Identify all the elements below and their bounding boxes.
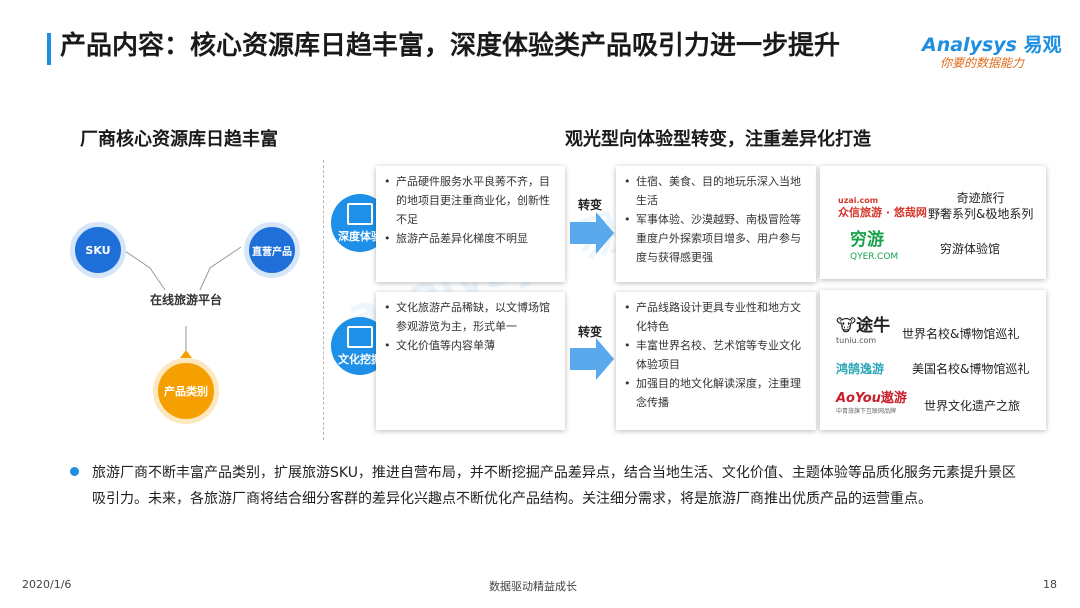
right-section-heading: 观光型向体验型转变，注重差异化打造 [565, 129, 871, 150]
stairs-icon [347, 202, 373, 225]
product-category-node: 产品类别 [153, 358, 219, 424]
brand-aoyou: AoYou遨游 中青旅旗下互联网品牌 世界文化遗产之旅 [836, 391, 1021, 417]
list-item: 文化价值等内容单薄 [384, 336, 557, 355]
logo-en: Analysys [922, 34, 1017, 56]
arrow-label-row1: 转变 [578, 198, 603, 212]
brand-hongyu: 鸿鹄逸游 美国名校&博物馆巡礼 [836, 360, 1029, 377]
brand-desc: 世界文化遗产之旅 [924, 398, 1021, 413]
own-product-node: 直营产品 [244, 222, 300, 278]
logo-tagline: 你要的数据能力 [940, 56, 1025, 70]
after-box-row1: 住宿、美食、目的地玩乐深入当地生活 军事体验、沙漠越野、南极冒险等重度户外探索项… [616, 166, 816, 282]
section-divider [323, 160, 324, 440]
brand-desc: 世界名校&博物馆巡礼 [902, 327, 1020, 341]
brand-desc: 穷游体验馆 [940, 242, 1001, 256]
list-item: 产品线路设计更具专业性和地方文化特色 [624, 298, 808, 336]
title-accent-bar [47, 33, 51, 65]
logo-cn: 易观 [1023, 34, 1062, 56]
qyer-logo: 穷游 QYER.COM [850, 230, 899, 263]
summary-bullet [70, 467, 79, 476]
brand-tuniu: 🐮途牛 tuniu.com 世界名校&博物馆巡礼 [836, 316, 1020, 347]
summary-text: 旅游厂商不断丰富产品类别，扩展旅游SKU，推进自营布局，并不断挖掘产品差异点，结… [92, 465, 1016, 507]
brand-uzai: uzai.com 众信旅游 · 悠哉网 奇迹旅行 野奢系列&极地系列 [838, 190, 1033, 222]
footer-date: 2020/1/6 [22, 578, 72, 591]
page-number: 18 [1043, 578, 1057, 591]
left-section-heading: 厂商核心资源库日趋丰富 [80, 129, 278, 150]
arrow-icon [570, 212, 614, 254]
list-item: 军事体验、沙漠越野、南极冒险等重度户外探索项目增多、用户参与度与获得感更强 [624, 210, 808, 267]
footer-slogan: 数据驱动精益成长 [489, 580, 577, 593]
resource-diagram-lines [118, 246, 242, 358]
uzai-logo: uzai.com 众信旅游 · 悠哉网 [838, 195, 927, 219]
brand-qyer: 穷游 QYER.COM 穷游体验馆 [850, 230, 1001, 264]
list-item: 加强目的地文化解读深度，注重理念传播 [624, 374, 808, 412]
brand-desc: 奇迹旅行 野奢系列&极地系列 [928, 191, 1034, 221]
brand-desc: 美国名校&博物馆巡礼 [912, 362, 1030, 376]
tag-label: 文化挖掘 [338, 352, 382, 366]
sku-node: SKU [70, 222, 126, 278]
analysys-logo: Analysys 易观 [922, 30, 1062, 57]
brand-box-row2: 🐮途牛 tuniu.com 世界名校&博物馆巡礼 鸿鹄逸游 美国名校&博物馆巡礼… [820, 290, 1046, 430]
brand-box-row1: uzai.com 众信旅游 · 悠哉网 奇迹旅行 野奢系列&极地系列 穷游 QY… [820, 166, 1046, 279]
list-item: 丰富世界名校、艺术馆等专业文化体验项目 [624, 336, 808, 374]
tuniu-logo: 🐮途牛 tuniu.com [836, 316, 891, 346]
page-title: 产品内容：核心资源库日趋丰富，深度体验类产品吸引力进一步提升 [60, 31, 841, 61]
stairs-icon [347, 325, 373, 348]
tag-label: 深度体验 [338, 229, 382, 243]
before-box-row2: 文化旅游产品稀缺，以文博场馆参观游览为主，形式单一 文化价值等内容单薄 [376, 292, 565, 430]
aoyou-logo: AoYou遨游 中青旅旗下互联网品牌 [836, 391, 907, 415]
list-item: 产品硬件服务水平良莠不齐，目的地项目更注重商业化，创新性不足 [384, 172, 557, 229]
hongyu-logo: 鸿鹄逸游 [836, 362, 885, 376]
after-box-row2: 产品线路设计更具专业性和地方文化特色 丰富世界名校、艺术馆等专业文化体验项目 加… [616, 292, 816, 430]
before-box-row1: 产品硬件服务水平良莠不齐，目的地项目更注重商业化，创新性不足 旅游产品差异化梯度… [376, 166, 565, 282]
arrow-icon [570, 338, 614, 380]
arrow-label-row2: 转变 [578, 325, 603, 339]
list-item: 旅游产品差异化梯度不明显 [384, 229, 557, 248]
list-item: 住宿、美食、目的地玩乐深入当地生活 [624, 172, 808, 210]
platform-label: 在线旅游平台 [149, 293, 222, 307]
list-item: 文化旅游产品稀缺，以文博场馆参观游览为主，形式单一 [384, 298, 557, 336]
